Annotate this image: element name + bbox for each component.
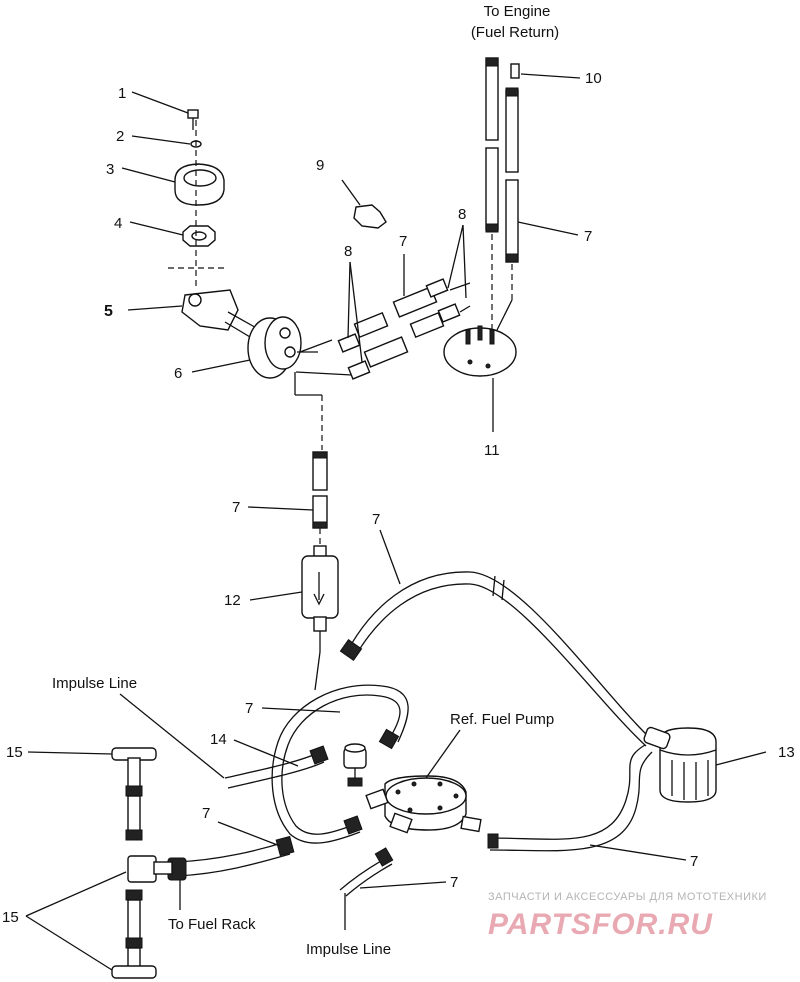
callout-15-bottom: 15 bbox=[2, 909, 19, 926]
part-15-tee-assembly bbox=[111, 747, 173, 979]
ref-fuel-pump bbox=[365, 775, 499, 849]
hose-pump-to-filter-13 bbox=[489, 744, 646, 840]
callout-12: 12 bbox=[224, 592, 241, 609]
filter-feed-hoses bbox=[312, 451, 328, 548]
part-3-cap bbox=[174, 163, 225, 206]
callout-14: 14 bbox=[210, 731, 227, 748]
callout-2: 2 bbox=[116, 128, 124, 145]
loop-hose bbox=[281, 694, 401, 835]
callout-5: 5 bbox=[104, 303, 113, 320]
upper-hose-cluster bbox=[337, 278, 471, 380]
to-fuel-rack-label: To Fuel Rack bbox=[168, 916, 256, 933]
callout-4: 4 bbox=[114, 215, 122, 232]
ref-fuel-pump-label: Ref. Fuel Pump bbox=[450, 711, 554, 728]
part-10-cap bbox=[510, 63, 520, 79]
callout-7-rack-hose: 7 bbox=[202, 805, 210, 822]
callout-3: 3 bbox=[106, 161, 114, 178]
callout-9: 9 bbox=[316, 157, 324, 174]
to-engine-label-line1: To Engine bbox=[484, 3, 551, 20]
watermark-caption: ЗАПЧАСТИ И АКСЕССУАРЫ ДЛЯ МОТОТЕХНИКИ bbox=[488, 891, 767, 903]
to-engine-label-line2: (Fuel Return) bbox=[471, 24, 559, 41]
impulse-hose-bottom bbox=[339, 857, 387, 891]
callout-7-right: 7 bbox=[584, 228, 592, 245]
part-12-fuel-filter bbox=[301, 545, 339, 691]
callout-7-long-hose: 7 bbox=[372, 511, 380, 528]
check-valve bbox=[343, 743, 367, 787]
part-6-pulley-unit bbox=[247, 316, 323, 450]
return-hoses bbox=[485, 57, 519, 331]
callout-7-impulse-bottom: 7 bbox=[450, 874, 458, 891]
part-4-nut bbox=[182, 225, 216, 247]
part-13-in-tank-filter bbox=[643, 726, 717, 803]
hose-to-fuel-rack bbox=[175, 841, 286, 863]
callout-7-bottom-right: 7 bbox=[690, 853, 698, 870]
impulse-line-top-label: Impulse Line bbox=[52, 675, 137, 692]
long-hose-to-filter-13 bbox=[339, 571, 651, 747]
part-11-pickup-plate bbox=[443, 325, 517, 377]
part-1-screw bbox=[187, 109, 199, 130]
callout-7-upper: 7 bbox=[399, 233, 407, 250]
callout-1: 1 bbox=[118, 85, 126, 102]
watermark-logo: PARTSFOR.RU bbox=[488, 908, 713, 941]
callout-15-top: 15 bbox=[6, 744, 23, 761]
callout-7-filter: 7 bbox=[232, 499, 240, 516]
impulse-line-bottom-label: Impulse Line bbox=[306, 941, 391, 958]
callout-7-loop: 7 bbox=[245, 700, 253, 717]
callout-10: 10 bbox=[585, 70, 602, 87]
callout-8-left: 8 bbox=[344, 243, 352, 260]
callout-6: 6 bbox=[174, 365, 182, 382]
callout-11: 11 bbox=[484, 442, 500, 459]
part-5-inlet-body bbox=[181, 289, 261, 341]
part-9-clip bbox=[353, 204, 387, 229]
callout-13: 13 bbox=[778, 744, 795, 761]
callout-8-right: 8 bbox=[458, 206, 466, 223]
